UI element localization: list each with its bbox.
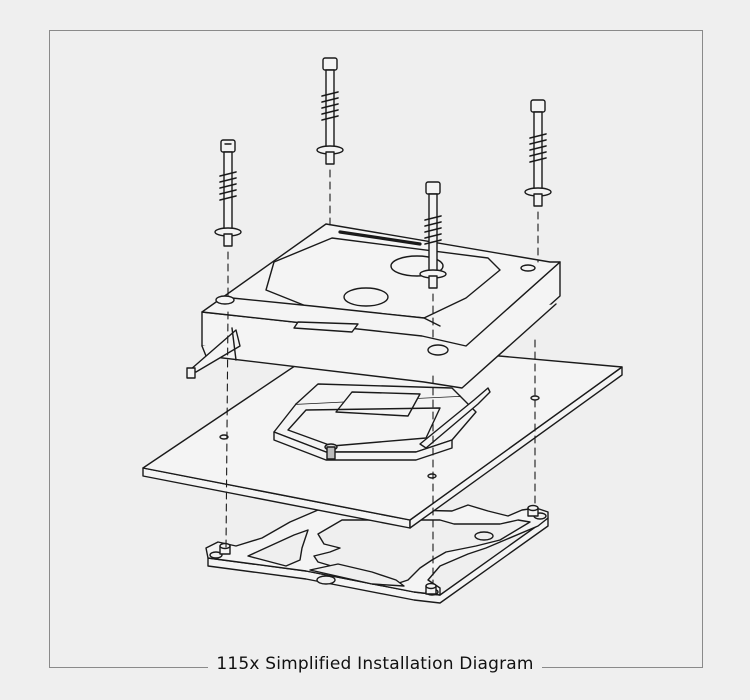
backplate-standoff bbox=[425, 582, 437, 595]
screw bbox=[316, 57, 344, 165]
screw-assembly bbox=[214, 57, 552, 289]
backplate-standoff bbox=[219, 542, 231, 555]
screw bbox=[419, 181, 447, 289]
water-block bbox=[186, 223, 561, 389]
backplate-standoff bbox=[527, 504, 539, 517]
backplate bbox=[205, 504, 549, 604]
screw bbox=[214, 139, 242, 247]
screw bbox=[524, 99, 552, 207]
cpu-socket bbox=[273, 383, 491, 461]
alignment-guides bbox=[225, 169, 539, 585]
